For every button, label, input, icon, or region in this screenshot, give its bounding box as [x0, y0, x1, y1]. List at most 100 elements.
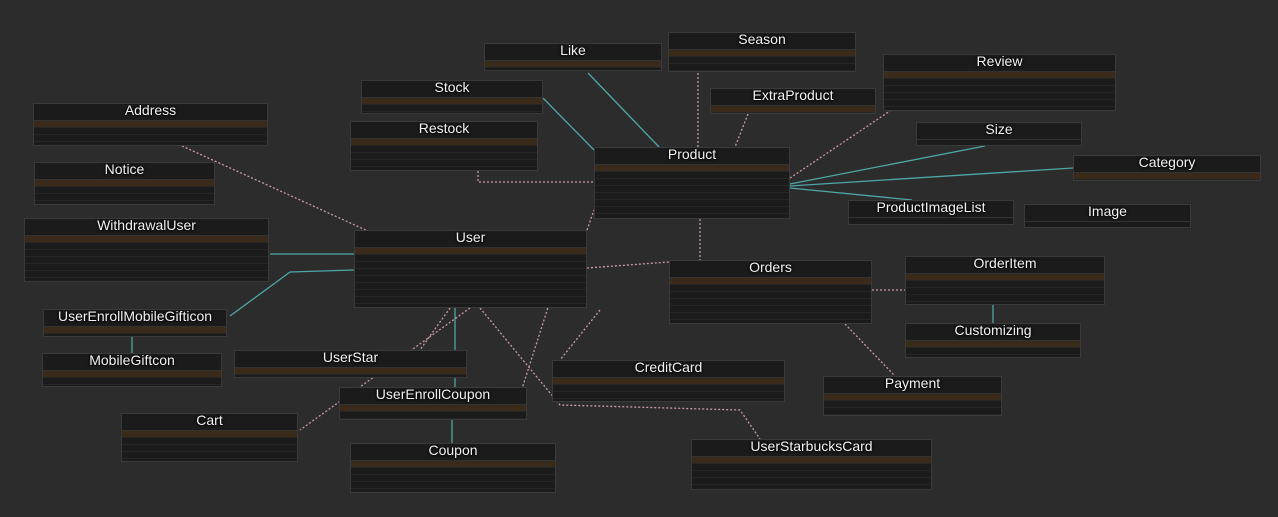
- column-row: [362, 98, 542, 105]
- column-row: [351, 146, 537, 153]
- table-rows: [35, 173, 214, 204]
- table-rows: [43, 364, 221, 386]
- table-header: [485, 44, 661, 54]
- column-row: [824, 394, 1001, 401]
- table-header: [34, 104, 267, 114]
- table-header: [351, 122, 537, 132]
- column-row: [595, 172, 789, 179]
- column-row: [25, 271, 268, 278]
- column-row: [351, 454, 555, 461]
- table-size[interactable]: Size: [916, 122, 1082, 146]
- table-review[interactable]: Review: [883, 54, 1116, 111]
- column-row: [351, 153, 537, 160]
- table-image[interactable]: Image: [1024, 204, 1191, 228]
- column-row: [340, 398, 526, 405]
- column-row: [351, 461, 555, 468]
- column-row: [906, 274, 1104, 281]
- column-row: [362, 91, 542, 98]
- table-header: [355, 231, 586, 241]
- column-row: [906, 334, 1080, 341]
- table-season[interactable]: Season: [668, 32, 856, 72]
- table-header: [235, 351, 466, 361]
- table-stock[interactable]: Stock: [361, 80, 543, 114]
- relation-line: [789, 187, 913, 201]
- table-coupon[interactable]: Coupon: [350, 443, 556, 493]
- table-userenrollmobilegifticon[interactable]: UserEnrollMobileGifticon: [43, 309, 227, 337]
- column-row: [34, 121, 267, 128]
- column-row: [906, 341, 1080, 348]
- table-cart[interactable]: Cart: [121, 413, 298, 462]
- column-row: [122, 424, 297, 431]
- table-userenrollcoupon[interactable]: UserEnrollCoupon: [339, 387, 527, 420]
- column-row: [340, 405, 526, 412]
- column-row: [711, 99, 875, 106]
- table-header: [122, 414, 297, 424]
- column-row: [906, 281, 1104, 288]
- table-rows: [917, 133, 1081, 145]
- column-row: [355, 283, 586, 290]
- column-row: [35, 194, 214, 201]
- table-rows: [122, 424, 297, 461]
- table-mobilegiftcon[interactable]: MobileGiftcon: [42, 353, 222, 387]
- table-rows: [351, 132, 537, 170]
- column-row: [670, 285, 871, 292]
- column-row: [355, 290, 586, 297]
- table-rows: [34, 114, 267, 145]
- table-rows: [1074, 166, 1260, 180]
- column-row: [692, 450, 931, 457]
- column-row: [884, 86, 1115, 93]
- column-row: [25, 236, 268, 243]
- table-address[interactable]: Address: [33, 103, 268, 146]
- column-row: [43, 378, 221, 385]
- table-payment[interactable]: Payment: [823, 376, 1002, 416]
- table-header: [595, 148, 789, 158]
- table-creditcard[interactable]: CreditCard: [552, 360, 785, 402]
- table-restock[interactable]: Restock: [350, 121, 538, 171]
- column-row: [235, 361, 466, 368]
- column-row: [351, 482, 555, 489]
- column-row: [595, 165, 789, 172]
- relation-line: [542, 97, 595, 151]
- table-customizing[interactable]: Customizing: [905, 323, 1081, 358]
- table-header: [711, 89, 875, 99]
- column-row: [595, 186, 789, 193]
- column-row: [44, 320, 226, 327]
- table-extraproduct[interactable]: ExtraProduct: [710, 88, 876, 114]
- column-row: [362, 105, 542, 112]
- column-row: [122, 445, 297, 452]
- table-header: [43, 354, 221, 364]
- column-row: [670, 299, 871, 306]
- table-category[interactable]: Category: [1073, 155, 1261, 181]
- column-row: [351, 160, 537, 167]
- table-product[interactable]: Product: [594, 147, 790, 219]
- column-row: [235, 368, 466, 375]
- column-row: [122, 438, 297, 445]
- column-row: [670, 292, 871, 299]
- table-userstar[interactable]: UserStar: [234, 350, 467, 378]
- table-like[interactable]: Like: [484, 43, 662, 71]
- column-row: [35, 173, 214, 180]
- column-row: [35, 180, 214, 187]
- relation-line: [559, 309, 601, 361]
- table-user[interactable]: User: [354, 230, 587, 308]
- column-row: [553, 378, 784, 385]
- column-row: [692, 457, 931, 464]
- table-orders[interactable]: Orders: [669, 260, 872, 324]
- column-row: [25, 264, 268, 271]
- table-rows: [1025, 215, 1190, 227]
- column-row: [355, 262, 586, 269]
- table-notice[interactable]: Notice: [34, 162, 215, 205]
- table-rows: [884, 65, 1115, 110]
- table-withdrawaluser[interactable]: WithdrawalUser: [24, 218, 269, 282]
- table-orderitem[interactable]: OrderItem: [905, 256, 1105, 305]
- table-rows: [595, 158, 789, 218]
- column-row: [351, 475, 555, 482]
- table-userstarbuckscard[interactable]: UserStarbucksCard: [691, 439, 932, 490]
- column-row: [1025, 215, 1190, 222]
- table-productimagelist[interactable]: ProductImageList: [848, 200, 1014, 225]
- column-row: [43, 371, 221, 378]
- relation-line: [844, 323, 896, 377]
- table-rows: [906, 267, 1104, 304]
- column-row: [692, 471, 931, 478]
